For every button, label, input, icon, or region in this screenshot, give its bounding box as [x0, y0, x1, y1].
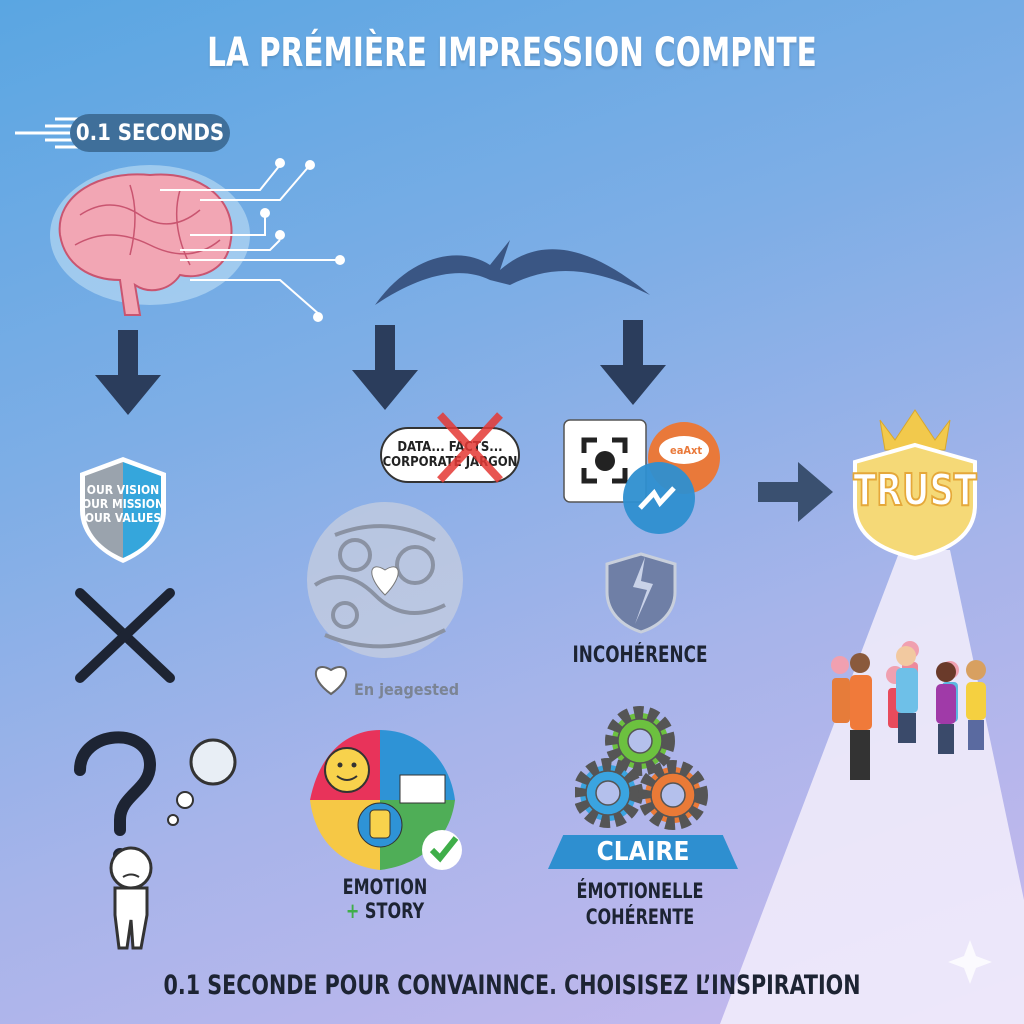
timer-badge: 0.1 SECONDS [70, 114, 230, 152]
down-arrow-icon [600, 320, 666, 405]
shield-line-values: OUR VALUES [84, 511, 162, 525]
trust-beam-and-people [720, 409, 1024, 1024]
down-arrow-icon [95, 330, 161, 415]
result-line-coherent: COHÉRENTE [585, 905, 695, 929]
gears-icon [575, 706, 708, 830]
brain-icon [50, 158, 345, 322]
broken-shield-icon [605, 552, 677, 634]
shield-line-vision: OUR VISION [86, 483, 160, 497]
footer-tagline: 0.1 SECONDE POUR CONVAINNCE. CHOISISEZ L… [163, 970, 861, 1001]
confused-person-icon [74, 731, 237, 950]
app-icons-cluster [563, 419, 720, 534]
red-cross-icon [437, 412, 503, 483]
jargon-cloud-icon [307, 502, 463, 658]
right-arrow-icon [758, 462, 833, 522]
app-bubble-text: eaAxt [670, 444, 703, 457]
claire-banner: CLAIRE [548, 835, 738, 869]
crowd-of-people [831, 641, 986, 780]
emotion-text: EMOTION [342, 875, 428, 899]
swoosh-decoration [375, 240, 650, 305]
shield-line-mission: OUR MISSION [81, 497, 164, 511]
page-title: LA PRÉMIÈRE IMPRESSION COMPNTE [207, 30, 817, 76]
engaged-label: En jeagested [354, 680, 460, 699]
values-shield-text: OUR VISION OUR MISSION OUR VALUES [78, 483, 168, 525]
result-line-emotional: ÉMOTIONELLE [576, 879, 704, 903]
story-text: STORY [364, 899, 425, 923]
incoherence-label: INCOHÉRENCE [572, 643, 708, 668]
heart-icon [314, 666, 348, 696]
values-shield-icon [80, 457, 166, 563]
cross-icon [75, 588, 175, 683]
result-label: ÉMOTIONELLE COHÉRENTE [568, 878, 713, 930]
emotion-story-label: EMOTION + STORY [338, 875, 432, 923]
plus-icon: + [345, 899, 360, 923]
trust-label: TRUST [852, 464, 977, 517]
emotion-splash-icon [310, 730, 462, 870]
down-arrow-icon [352, 325, 418, 410]
